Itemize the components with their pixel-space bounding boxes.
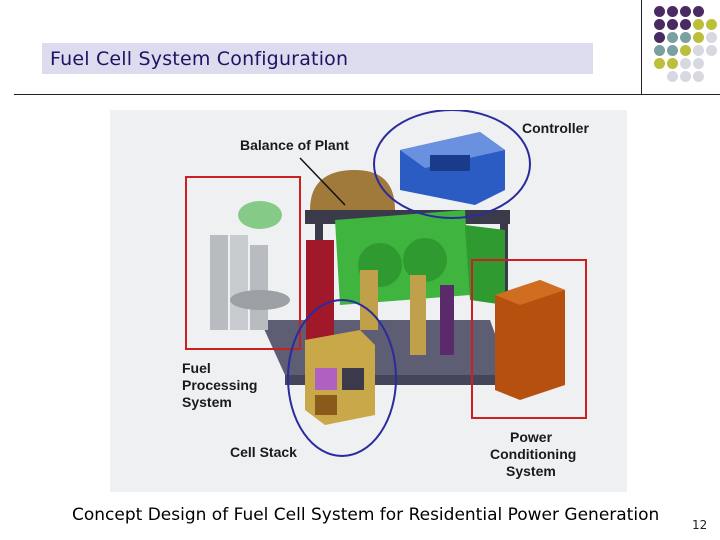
header-divider — [14, 94, 720, 95]
dot — [706, 32, 717, 43]
fuel-cylinder — [210, 235, 228, 330]
label-fuel-line1: Fuel — [182, 360, 211, 376]
dot — [693, 45, 704, 56]
dot — [706, 19, 717, 30]
dot — [693, 58, 704, 69]
dot — [667, 71, 678, 82]
corner-divider — [641, 0, 642, 94]
dot — [693, 32, 704, 43]
label-power-line1: Power — [510, 429, 553, 445]
support-post — [360, 270, 378, 330]
support-post — [410, 275, 426, 355]
dot — [693, 6, 704, 17]
fuel-cylinder — [250, 245, 268, 330]
dot — [693, 71, 704, 82]
dot — [667, 58, 678, 69]
dot — [654, 6, 665, 17]
power-box — [495, 280, 565, 400]
controller-detail — [430, 155, 470, 171]
fuel-processing-highlight — [185, 176, 301, 350]
label-balance-of-plant: Balance of Plant — [240, 137, 349, 153]
support-post — [440, 285, 454, 355]
dot — [667, 19, 678, 30]
exchanger-wheel — [403, 238, 447, 282]
label-fuel-line2: Processing — [182, 377, 257, 393]
label-controller: Controller — [522, 120, 589, 136]
fuel-base — [230, 290, 290, 310]
dot — [680, 32, 691, 43]
controller-highlight — [373, 109, 531, 219]
dot — [680, 71, 691, 82]
dot — [693, 19, 704, 30]
label-power-line2: Conditioning — [490, 446, 576, 462]
label-fuel-line3: System — [182, 394, 232, 410]
reformer-dome — [238, 201, 282, 229]
controller-box-top — [400, 132, 505, 168]
right-panel — [465, 225, 505, 305]
dot — [654, 45, 665, 56]
cell-stack-plate — [315, 395, 337, 415]
dot — [680, 45, 691, 56]
fuel-cell-system-diagram: Balance of Plant Controller Fuel Process… — [110, 109, 627, 492]
page-number: 12 — [692, 518, 708, 532]
fuel-cylinder — [230, 235, 248, 330]
dot — [654, 19, 665, 30]
power-conditioning-highlight — [471, 259, 587, 419]
cell-stack-highlight — [287, 299, 397, 457]
dot — [680, 6, 691, 17]
slide-title: Fuel Cell System Configuration — [50, 47, 349, 70]
label-power-line3: System — [506, 463, 556, 479]
slide-title-bar: Fuel Cell System Configuration — [42, 43, 593, 74]
figure-caption: Concept Design of Fuel Cell System for R… — [72, 505, 660, 525]
label-cell-stack: Cell Stack — [230, 444, 297, 460]
plant-dome — [310, 170, 395, 210]
dot — [706, 45, 717, 56]
dot — [680, 19, 691, 30]
power-box-top — [495, 280, 565, 305]
dot — [667, 32, 678, 43]
dot — [667, 45, 678, 56]
dot — [654, 32, 665, 43]
dot — [667, 6, 678, 17]
dot — [680, 58, 691, 69]
diagram-svg: Balance of Plant Controller Fuel Process… — [182, 109, 589, 479]
balance-of-plant-pointer — [299, 157, 346, 206]
dot — [654, 58, 665, 69]
cell-stack-plate — [315, 368, 337, 390]
cell-stack-plate — [342, 368, 364, 390]
